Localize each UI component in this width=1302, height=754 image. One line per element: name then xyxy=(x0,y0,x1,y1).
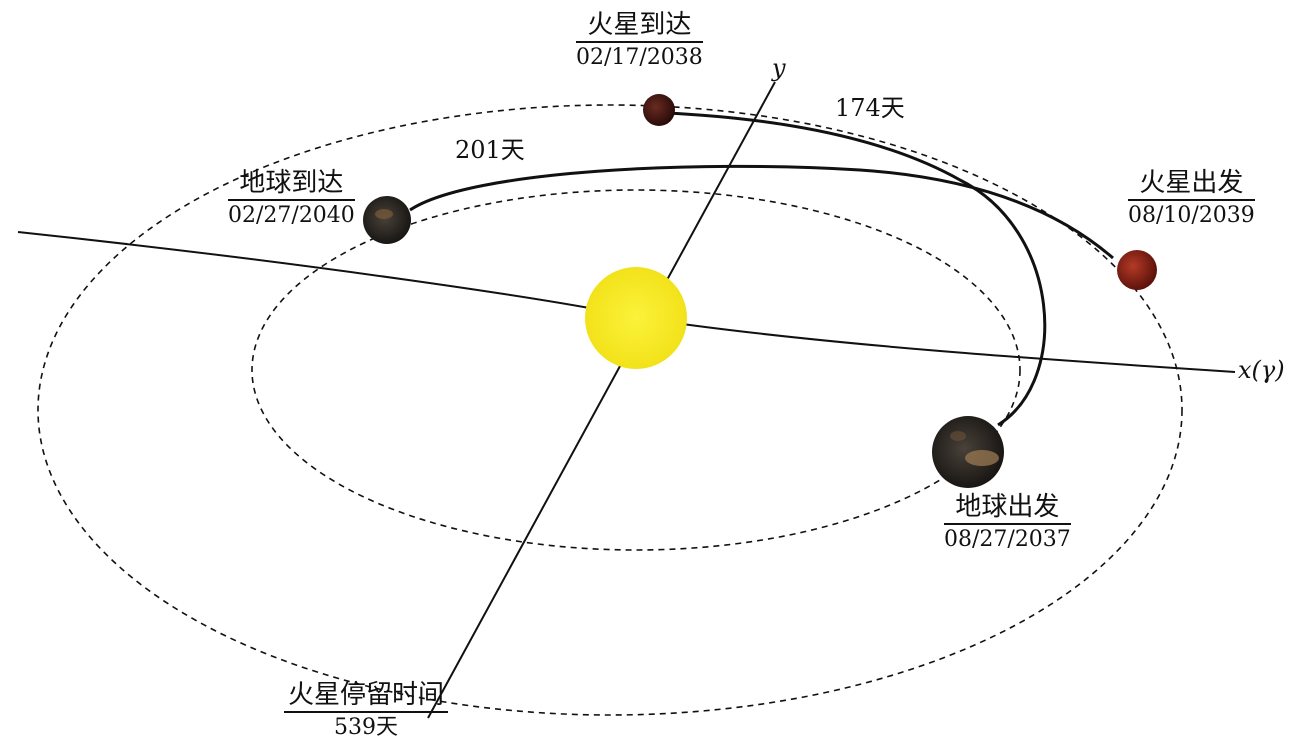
mars-departure-planet xyxy=(1117,250,1157,290)
y-axis xyxy=(427,81,776,719)
earth-arrival-landmass xyxy=(375,209,393,219)
label-mars-arrive: 火星到达 02/17/2038 xyxy=(576,12,703,69)
outbound-duration: 174天 xyxy=(835,94,905,122)
label-mars-stay: 火星停留时间 539天 xyxy=(284,682,449,740)
label-mars-depart: 火星出发 08/10/2039 xyxy=(1128,170,1255,227)
return-trajectory xyxy=(409,164,1114,260)
mars-stay-value: 539天 xyxy=(334,715,398,740)
sun xyxy=(585,267,687,369)
mars-orbit xyxy=(37,104,1183,716)
earth-depart-date: 08/27/2037 xyxy=(944,527,1071,552)
earth-departure-planet xyxy=(932,416,1004,488)
mars-stay-event: 火星停留时间 xyxy=(284,682,449,713)
earth-arrival-planet xyxy=(363,196,411,244)
mars-arrive-event: 火星到达 xyxy=(576,12,703,43)
mars-arrival-planet xyxy=(643,94,675,126)
label-earth-depart: 地球出发 08/27/2037 xyxy=(944,494,1071,551)
earth-arrive-event: 地球到达 xyxy=(228,170,355,201)
x-axis-label: x(γ) xyxy=(1238,356,1285,384)
earth-departure-landmass-2 xyxy=(950,431,966,441)
earth-departure-landmass xyxy=(965,450,999,466)
return-duration: 201天 xyxy=(455,136,525,164)
outbound-trajectory xyxy=(665,111,1047,427)
mars-arrive-date: 02/17/2038 xyxy=(576,45,703,70)
y-axis-label: y xyxy=(772,54,786,82)
mars-depart-date: 08/10/2039 xyxy=(1128,203,1255,228)
earth-arrive-date: 02/27/2040 xyxy=(228,203,355,228)
earth-depart-event: 地球出发 xyxy=(944,494,1071,525)
mars-depart-event: 火星出发 xyxy=(1128,170,1255,201)
label-earth-arrive: 地球到达 02/27/2040 xyxy=(228,170,355,227)
earth-orbit xyxy=(251,189,1021,551)
